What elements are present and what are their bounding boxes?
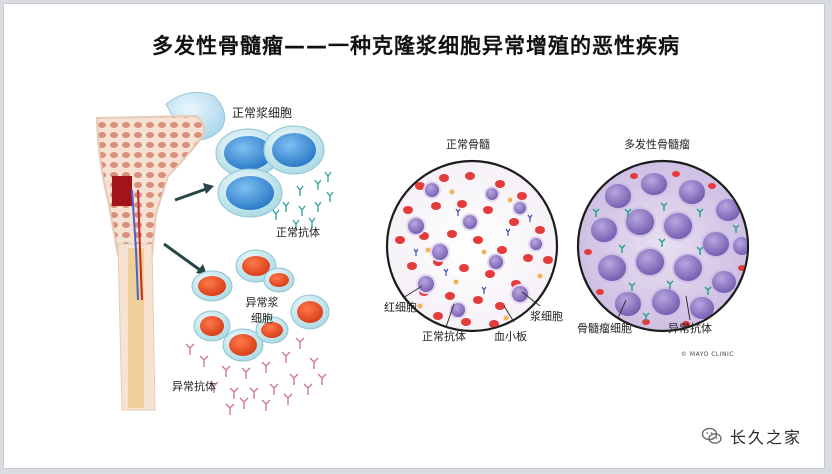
callout-lines (402, 285, 691, 328)
arrow-to-abnormal (163, 242, 207, 275)
label-normal-antibody-left: 正常抗体 (276, 226, 320, 239)
arrow-to-normal (174, 183, 214, 202)
label-abnormal-plasma-line1: 异常浆 (245, 296, 279, 309)
red-blood-cells (395, 172, 553, 328)
wechat-icon (701, 427, 722, 444)
normal-plasma-cells (215, 125, 325, 218)
platelets (417, 189, 543, 321)
myeloma-marrow-circle (576, 159, 750, 333)
label-normal-antibody-right: 正常抗体 (422, 330, 466, 343)
label-abnormal-antibody-right: 异常抗体 (668, 322, 712, 335)
myeloma-red-cells (584, 171, 746, 327)
myeloma-cells (589, 171, 747, 321)
label-abnormal-plasma: 异常浆 细胞 (240, 294, 284, 326)
label-platelet: 血小板 (494, 330, 527, 343)
label-normal-plasma: 正常浆细胞 (232, 106, 293, 120)
label-plasma-cell: 浆细胞 (530, 310, 563, 323)
label-myeloma-cell: 骨髓瘤细胞 (577, 322, 632, 335)
watermark: 长久之家 (700, 420, 828, 452)
abnormal-antibodies (185, 337, 327, 415)
label-normal-marrow: 正常骨髓 (446, 138, 490, 151)
normal-antibodies-marrow (413, 208, 533, 294)
label-abnormal-antibody-left: 异常抗体 (172, 380, 216, 393)
label-abnormal-plasma-line2: 细胞 (251, 312, 273, 325)
label-red-cell: 红细胞 (384, 301, 417, 314)
slide-title: 多发性骨髓瘤——一种克隆浆细胞异常增殖的恶性疾病 (152, 34, 680, 58)
watermark-text: 长久之家 (730, 428, 803, 447)
label-myeloma: 多发性骨髓瘤 (624, 138, 690, 151)
plasma-cells (406, 181, 544, 319)
abnormal-antibodies-marrow (592, 202, 740, 321)
normal-marrow-circle (385, 159, 559, 333)
abnormal-plasma-cells (191, 249, 330, 362)
femur-bone (95, 91, 226, 411)
normal-antibodies (272, 171, 334, 230)
credit-text: © MAYO CLINIC (681, 351, 734, 358)
